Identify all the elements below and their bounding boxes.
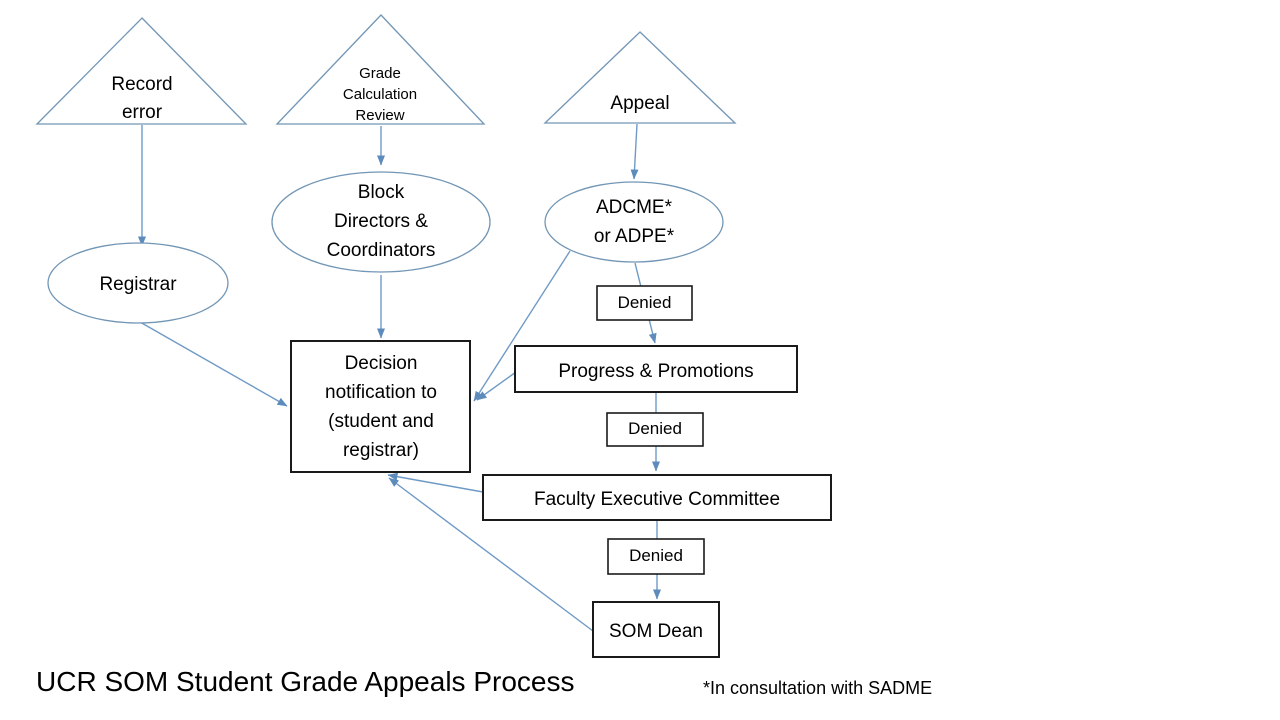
label-adcme: ADCME* or ADPE* <box>593 197 675 247</box>
connector-appeal-to-adcme <box>630 123 639 180</box>
label-denied-1: Denied <box>617 293 672 312</box>
connector-fec-to-decision <box>387 472 484 493</box>
label-block-directors: Block Directors & Coordinators <box>326 182 436 261</box>
ellipse-adcme <box>544 181 724 263</box>
triangle-appeal <box>543 31 737 124</box>
label-progress-promotions: Progress & Promotions <box>558 361 754 382</box>
triangle-record-error <box>35 17 248 125</box>
label-registrar: Registrar <box>99 274 177 295</box>
footnote: *In consultation with SADME <box>703 678 933 698</box>
ellipse-registrar <box>47 242 229 324</box>
ellipse-block-directors <box>271 171 491 273</box>
box-decision-notification <box>290 340 471 473</box>
label-grade-calculation-review: Grade Calculation Review <box>342 65 418 124</box>
page-title: UCR SOM Student Grade Appeals Process <box>36 666 575 697</box>
triangle-grade-calculation-review <box>275 14 486 125</box>
label-denied-3: Denied <box>629 546 683 565</box>
label-som-dean: SOM Dean <box>609 621 703 642</box>
label-denied-2: Denied <box>628 419 682 438</box>
box-faculty-executive-committee <box>482 474 832 521</box>
label-record-error: Record error <box>111 74 173 123</box>
box-denied-1 <box>596 285 693 321</box>
connector-som-dean-to-decision <box>388 477 594 632</box>
label-appeal: Appeal <box>610 93 670 114</box>
box-denied-3 <box>607 538 705 575</box>
connector-registrar-to-decision <box>139 321 288 407</box>
connector-progress-promotions-to-decision <box>476 371 517 401</box>
box-denied-2 <box>606 412 704 447</box>
label-decision-notification: Decision notification to (student and re… <box>325 353 437 461</box>
box-progress-promotions <box>514 345 798 393</box>
connector-adcme-to-decision <box>473 250 571 402</box>
box-som-dean <box>592 601 720 658</box>
label-faculty-executive-committee: Faculty Executive Committee <box>533 489 781 510</box>
